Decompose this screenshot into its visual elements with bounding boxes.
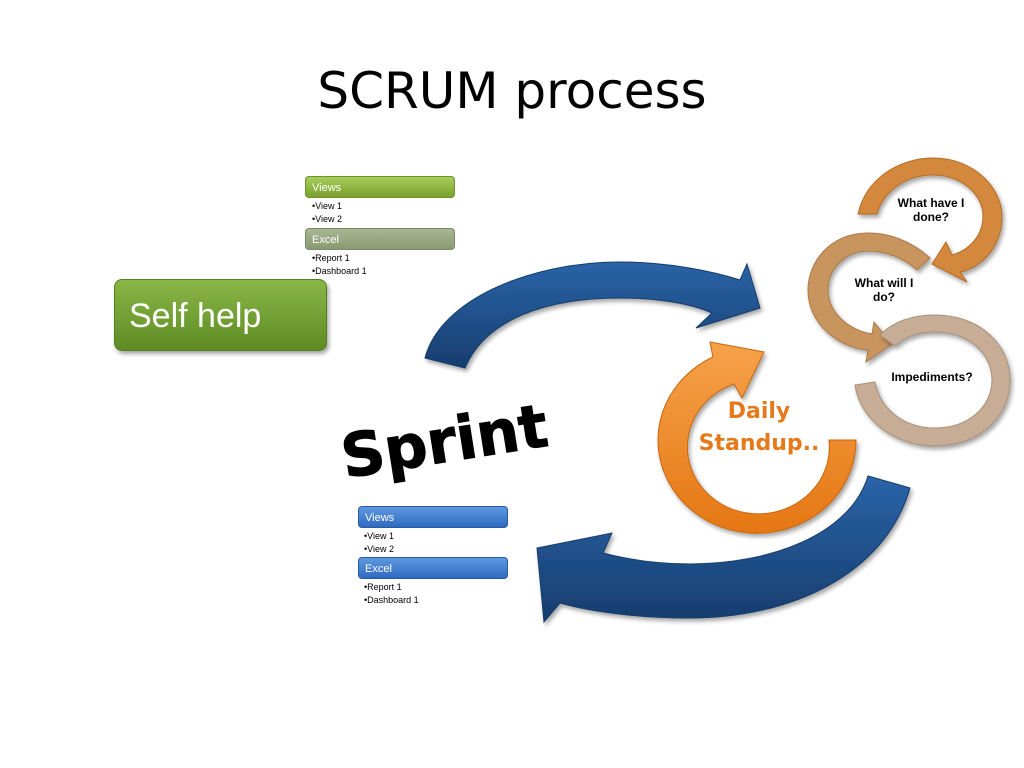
views-header-bottom[interactable]: Views: [358, 506, 508, 528]
question-1-line2: done?: [913, 210, 949, 224]
views-list-top: View 1 View 2: [312, 200, 342, 226]
self-help-button[interactable]: Self help: [114, 279, 327, 351]
excel-header-bottom[interactable]: Excel: [358, 557, 508, 579]
list-item: View 2: [364, 543, 394, 556]
list-item: Dashboard 1: [364, 594, 419, 607]
excel-list-top: Report 1 Dashboard 1: [312, 252, 367, 278]
views-list-bottom: View 1 View 2: [364, 530, 394, 556]
sprint-arrow-top: [424, 261, 761, 369]
question-3-label: Impediments?: [891, 370, 972, 384]
question-2-line1: What will I: [855, 276, 914, 290]
daily-standup-arrow: [657, 341, 857, 534]
list-item: Dashboard 1: [312, 265, 367, 278]
list-item: Report 1: [312, 252, 367, 265]
daily-standup-line2: Standup..: [699, 431, 820, 456]
question-arrow-1: [857, 157, 1003, 283]
excel-list-bottom: Report 1 Dashboard 1: [364, 581, 419, 607]
list-item: View 1: [364, 530, 394, 543]
daily-standup-line1: Daily: [728, 399, 791, 424]
question-arrow-3: [854, 314, 1011, 447]
question-1-line1: What have I: [898, 196, 965, 210]
slide-title: SCRUM process: [317, 62, 707, 120]
question-arrow-2: [807, 232, 931, 364]
list-item: View 1: [312, 200, 342, 213]
views-header-top[interactable]: Views: [305, 176, 455, 198]
excel-header-top[interactable]: Excel: [305, 228, 455, 250]
sprint-label: Sprint: [336, 391, 552, 493]
list-item: Report 1: [364, 581, 419, 594]
list-item: View 2: [312, 213, 342, 226]
question-2-line2: do?: [873, 290, 895, 304]
sprint-arrow-bottom: [536, 475, 911, 624]
